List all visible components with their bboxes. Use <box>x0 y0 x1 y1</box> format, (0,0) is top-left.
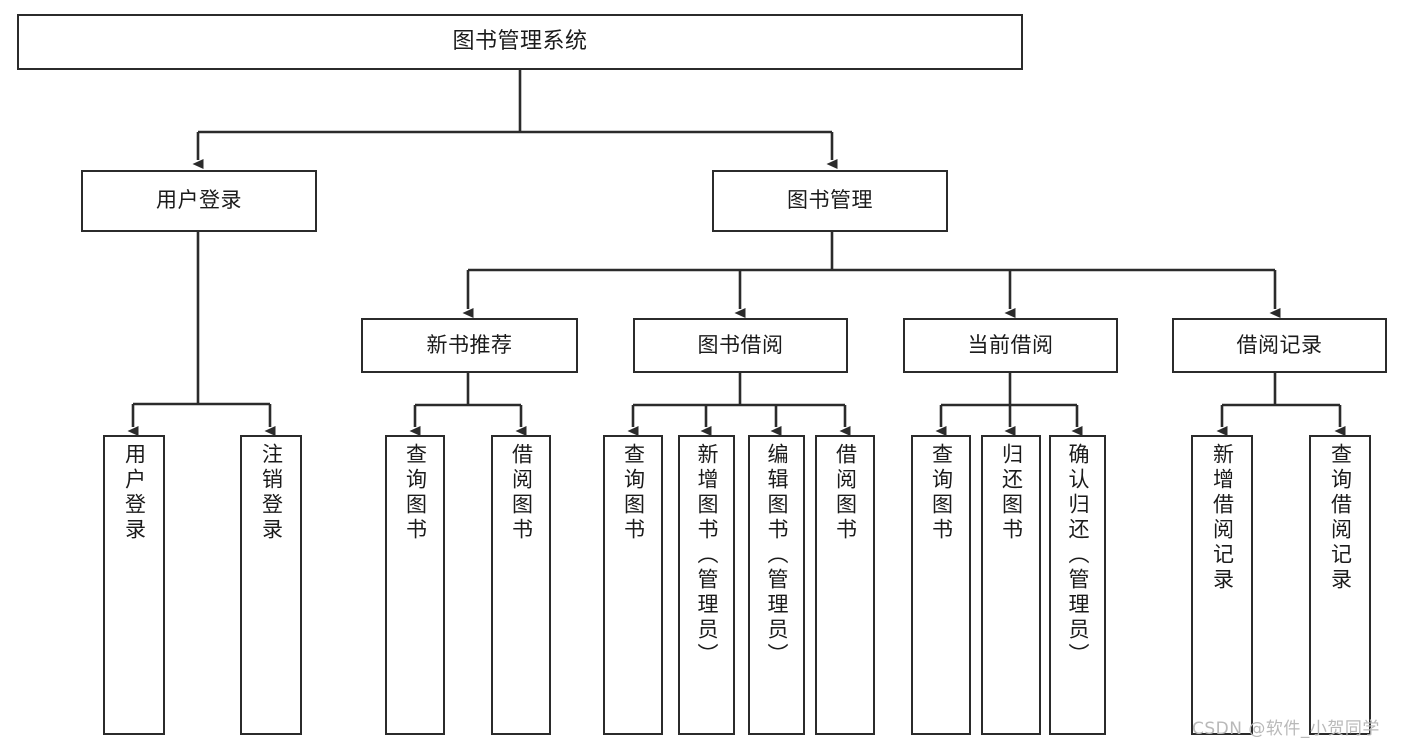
node-user-login[interactable]: 用户登录 <box>81 170 317 232</box>
node-borrow-record[interactable]: 借阅记录 <box>1172 318 1387 373</box>
leaf-user-login-signout-label: 注销登录 <box>259 443 284 543</box>
leaf-borrow-record-add-label: 新增借阅记录 <box>1210 443 1235 593</box>
leaf-book-borrow-query-label: 查询图书 <box>621 443 646 543</box>
leaf-user-login-signin-label: 用户登录 <box>122 443 147 543</box>
node-borrow-record-label: 借阅记录 <box>1236 332 1323 357</box>
node-root-system[interactable]: 图书管理系统 <box>17 14 1023 70</box>
node-root-system-label: 图书管理系统 <box>452 28 588 54</box>
leaf-book-borrow-edit[interactable]: 编辑图书（管理员） <box>748 435 805 735</box>
leaf-borrow-record-add[interactable]: 新增借阅记录 <box>1191 435 1253 735</box>
leaf-new-book-borrow-label: 借阅图书 <box>509 443 534 543</box>
watermark-csdn: CSDN @软件_小贺同学 <box>1192 719 1380 739</box>
leaf-book-borrow-query[interactable]: 查询图书 <box>603 435 663 735</box>
leaf-current-borrow-return[interactable]: 归还图书 <box>981 435 1041 735</box>
leaf-borrow-record-query[interactable]: 查询借阅记录 <box>1309 435 1371 735</box>
leaf-new-book-query[interactable]: 查询图书 <box>385 435 445 735</box>
leaf-current-borrow-query[interactable]: 查询图书 <box>911 435 971 735</box>
leaf-current-borrow-return-label: 归还图书 <box>999 443 1024 543</box>
leaf-book-borrow-borrow-label: 借阅图书 <box>833 443 858 543</box>
leaf-new-book-query-label: 查询图书 <box>403 443 428 543</box>
leaf-user-login-signin[interactable]: 用户登录 <box>103 435 165 735</box>
leaf-book-borrow-edit-label: 编辑图书（管理员） <box>765 443 789 668</box>
node-book-borrow-label: 图书借阅 <box>697 332 784 357</box>
leaf-current-borrow-confirm[interactable]: 确认归还（管理员） <box>1049 435 1106 735</box>
leaf-borrow-record-query-label: 查询借阅记录 <box>1328 443 1353 593</box>
leaf-book-borrow-borrow[interactable]: 借阅图书 <box>815 435 875 735</box>
leaf-user-login-signout[interactable]: 注销登录 <box>240 435 302 735</box>
node-current-borrow[interactable]: 当前借阅 <box>903 318 1118 373</box>
leaf-new-book-borrow[interactable]: 借阅图书 <box>491 435 551 735</box>
node-book-management-label: 图书管理 <box>787 188 873 213</box>
node-book-management[interactable]: 图书管理 <box>712 170 948 232</box>
node-current-borrow-label: 当前借阅 <box>967 332 1054 357</box>
node-user-login-label: 用户登录 <box>156 188 242 213</box>
leaf-current-borrow-query-label: 查询图书 <box>929 443 954 543</box>
leaf-book-borrow-add-label: 新增图书（管理员） <box>695 443 719 668</box>
node-new-book-recommend-label: 新书推荐 <box>426 332 513 357</box>
node-book-borrow[interactable]: 图书借阅 <box>633 318 848 373</box>
node-new-book-recommend[interactable]: 新书推荐 <box>361 318 578 373</box>
leaf-current-borrow-confirm-label: 确认归还（管理员） <box>1066 443 1090 668</box>
leaf-book-borrow-add[interactable]: 新增图书（管理员） <box>678 435 735 735</box>
